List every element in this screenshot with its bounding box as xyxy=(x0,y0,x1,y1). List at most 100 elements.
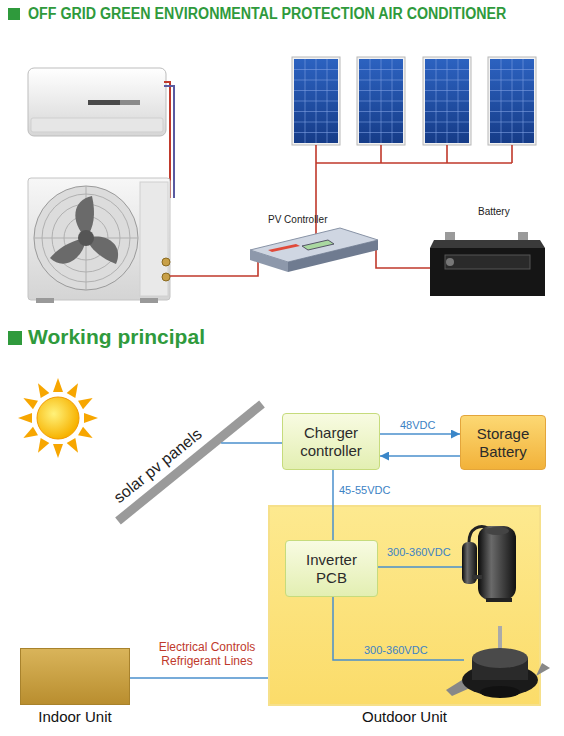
indoor-unit-illustration xyxy=(88,100,140,105)
part-label: Battery xyxy=(478,206,510,217)
refrigerant-pipes xyxy=(164,86,174,198)
dc-wire xyxy=(333,597,464,660)
unit-caption: Outdoor Unit xyxy=(250,708,559,726)
section-heading: Working principal xyxy=(28,325,205,349)
box-label: Charger controller xyxy=(293,424,369,460)
pv-controller-illustration xyxy=(268,244,300,252)
battery-illustration xyxy=(446,258,454,266)
solar-panel xyxy=(423,57,471,145)
sun-symbol xyxy=(67,438,83,455)
connector-line xyxy=(380,455,460,457)
outdoor-unit-illustration xyxy=(75,196,94,238)
power-wire xyxy=(376,246,432,268)
outdoor-unit-illustration xyxy=(34,186,138,290)
battery-illustration xyxy=(445,232,455,241)
sun-symbol xyxy=(34,438,50,455)
dc-wire xyxy=(378,566,462,568)
outdoor-unit-illustration xyxy=(28,178,170,300)
battery-illustration xyxy=(445,255,530,269)
box-label: Storage Battery xyxy=(471,425,535,461)
part-label: PV Controller xyxy=(268,214,327,225)
indoor-unit-illustration xyxy=(28,68,166,136)
solar-panel xyxy=(357,57,405,145)
battery-illustration xyxy=(430,240,545,248)
outdoor-unit-illustration xyxy=(78,230,94,246)
voltage-label: 45-55VDC xyxy=(339,484,390,496)
unit-caption: Indoor Unit xyxy=(1,708,149,726)
heading-bullet xyxy=(8,331,22,345)
fan-motor-illustration xyxy=(536,663,550,676)
fan-motor-illustration xyxy=(472,648,528,668)
solar-panel xyxy=(292,57,340,145)
panel-band-outline xyxy=(95,398,267,526)
box-label: Inverter PCB xyxy=(300,551,363,587)
outdoor-unit-illustration xyxy=(28,178,170,303)
outdoor-unit-illustration xyxy=(36,298,54,303)
indoor-unit-illustration xyxy=(28,68,166,136)
unit-box: Indoor Unit xyxy=(20,648,130,705)
outdoor-unit-illustration xyxy=(162,258,170,266)
refrigerant-pipes xyxy=(164,82,170,198)
connector-line xyxy=(332,470,334,540)
pv-controller-illustration xyxy=(250,228,378,262)
battery-box: Storage Battery xyxy=(460,415,546,470)
battery-illustration xyxy=(430,248,545,296)
heading-bullet xyxy=(8,8,20,20)
outdoor-unit-illustration xyxy=(140,182,168,296)
panel-band-outline xyxy=(118,404,262,521)
controller-box: Charger controller xyxy=(282,413,380,470)
connector-line xyxy=(130,677,268,679)
fan-motor-illustration xyxy=(446,626,550,698)
outdoor-unit-illustration xyxy=(86,237,118,264)
outdoor-unit-illustration xyxy=(64,216,108,260)
pcb-box: Inverter PCB xyxy=(285,540,378,597)
sun-symbol xyxy=(37,397,79,439)
outdoor-unit-illustration xyxy=(140,298,158,303)
sun-symbol xyxy=(21,427,38,443)
sun-symbol xyxy=(53,444,63,458)
voltage-label: 48VDC xyxy=(400,419,435,431)
fan-motor-illustration xyxy=(462,664,538,696)
sun-symbol xyxy=(53,378,63,392)
compressor-illustration xyxy=(478,526,516,600)
outdoor-unit-illustration xyxy=(162,273,170,281)
sun-symbol xyxy=(78,394,95,410)
connector-layer xyxy=(130,434,460,678)
pv-controller-illustration xyxy=(250,228,378,272)
pv-controller-illustration xyxy=(302,240,334,250)
fan-motor-illustration xyxy=(480,686,520,698)
pv-controller-illustration xyxy=(250,250,288,272)
sun-symbol xyxy=(78,427,95,443)
connector-line xyxy=(380,433,460,435)
power-wire xyxy=(170,145,512,276)
power-wire xyxy=(170,262,258,276)
fan-motor-illustration xyxy=(472,658,528,680)
refrigerant-pipes xyxy=(164,82,174,198)
pv-controller-illustration xyxy=(288,240,378,272)
fan-motor-illustration xyxy=(498,626,502,658)
battery-illustration xyxy=(518,232,528,241)
battery-illustration xyxy=(430,232,545,296)
solar-panel-band: solar pv panels xyxy=(95,398,267,526)
power-wire xyxy=(316,145,512,234)
sun-symbol xyxy=(34,381,50,398)
dc-wire xyxy=(333,567,464,660)
sun-symbol xyxy=(84,413,98,423)
connection-label: Electrical Controls Refrigerant Lines xyxy=(148,640,266,668)
fan-motor-illustration xyxy=(446,680,470,696)
sun-symbol xyxy=(21,394,38,410)
outdoor-unit-illustration xyxy=(50,238,86,264)
outdoor-unit-illustration xyxy=(52,204,120,272)
compressor-illustration xyxy=(469,527,488,542)
unit-region: Outdoor UnitInverter PCB xyxy=(268,505,541,706)
sun-symbol xyxy=(18,378,98,458)
compressor-illustration xyxy=(486,598,512,602)
compressor-illustration xyxy=(462,542,477,584)
sun-symbol xyxy=(18,413,32,423)
indoor-unit-illustration xyxy=(120,100,140,105)
indoor-unit-illustration xyxy=(31,118,163,132)
solar-panel xyxy=(488,57,536,145)
outdoor-unit-illustration xyxy=(42,194,130,282)
